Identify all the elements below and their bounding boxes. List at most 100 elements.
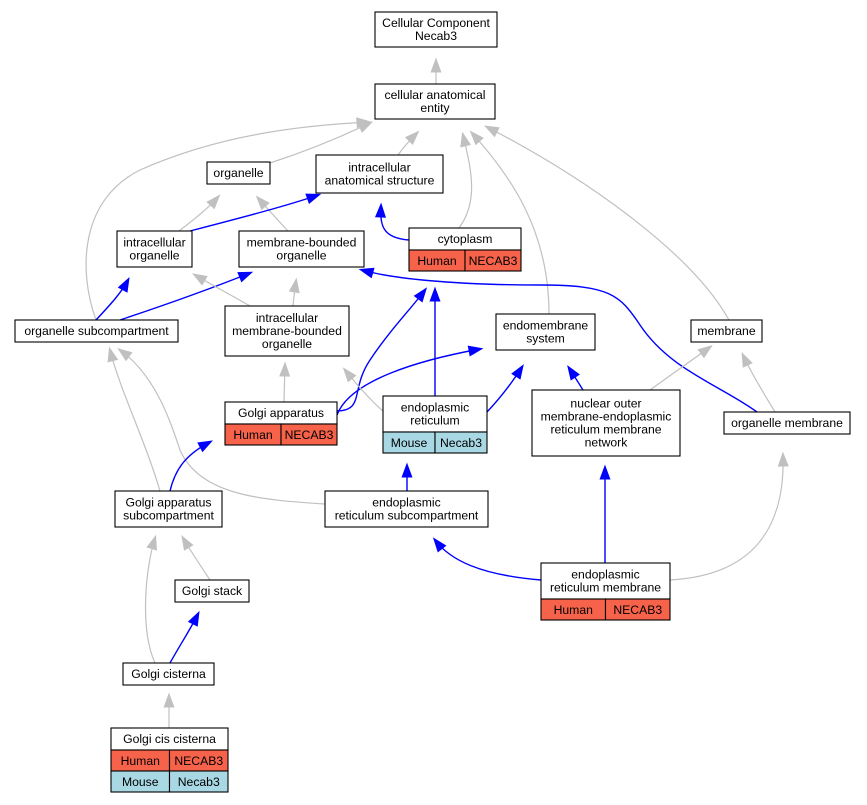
edge-imbo-to-mbo [288, 277, 300, 307]
species-label: Mouse [122, 775, 159, 789]
node-label: subcompartment [123, 509, 214, 523]
edge-erm-to-orgmem [669, 451, 789, 581]
annotation-row-human[interactable]: Human NECAB3 [540, 598, 671, 621]
node-label: Golgi cis cisterna [123, 732, 216, 746]
edge-io-to-ias [189, 193, 322, 232]
node-box [224, 305, 350, 357]
node-label: Golgi stack [182, 584, 243, 598]
edge-arrowhead [107, 346, 119, 363]
edge-erm-to-ersc [432, 537, 542, 581]
edge-arrowhead [358, 267, 375, 279]
annotation-row-mouse[interactable]: Mouse Necab3 [110, 770, 229, 793]
node-label: system [526, 332, 565, 346]
node-box [495, 313, 596, 351]
node-box [723, 411, 851, 435]
node-label: cytoplasm [438, 232, 493, 246]
edge-cae-to-root [430, 57, 442, 84]
node-osc[interactable]: organelle subcompartment [14, 319, 179, 343]
edge-arrowhead [777, 451, 789, 467]
node-label: organelle subcompartment [24, 324, 169, 338]
edge-erm-to-nuclear [599, 464, 611, 563]
gene-cell [280, 423, 338, 446]
node-organelle[interactable]: organelle [206, 161, 271, 185]
edge-line [380, 205, 410, 241]
node-label: network [585, 436, 629, 450]
edge-ias-to-cae [397, 130, 420, 156]
edge-arrowhead [469, 130, 484, 146]
edge-arrowhead [163, 692, 175, 708]
edge-line [336, 289, 426, 412]
edge-arrowhead [374, 202, 387, 218]
node-box [531, 389, 681, 457]
node-label: endoplasmic [571, 568, 639, 582]
node-box [116, 230, 193, 268]
node-label: intracellular [348, 161, 410, 175]
node-box [114, 490, 223, 528]
edge-ersc-to-er [401, 462, 413, 491]
node-box [382, 395, 488, 433]
edge-membrane-to-cae [483, 125, 730, 321]
node-box [540, 562, 671, 600]
edge-line [669, 454, 784, 581]
edge-ersc-to-osc [117, 347, 326, 505]
gene-cell [464, 249, 522, 272]
node-label: Golgi cisterna [131, 667, 206, 681]
node-label: membrane-bounded [247, 236, 357, 250]
edge-er-to-cytoplasm [429, 286, 441, 396]
node-label: reticulum membrane [550, 423, 661, 437]
node-label: membrane [697, 324, 755, 338]
edge-arrowhead [432, 537, 447, 553]
node-nuclear[interactable]: nuclear outermembrane-endoplasmicreticul… [531, 389, 681, 457]
gene-label: NECAB3 [174, 754, 223, 768]
edge-arrowhead [206, 194, 221, 210]
gene-label: Necab3 [178, 775, 220, 789]
node-label: Cellular Component [382, 16, 490, 30]
edge-gcist-to-gstack [169, 610, 200, 664]
edge-mbo-to-organelle [255, 195, 289, 232]
gene-cell [604, 598, 671, 621]
edge-arrowhead [697, 344, 713, 359]
edge-arrowhead [237, 271, 254, 283]
node-label: membrane-bounded [232, 324, 342, 338]
node-label: organelle [262, 337, 312, 351]
edge-gcis-to-gcist [163, 692, 175, 728]
node-gstack[interactable]: Golgi stack [174, 579, 250, 603]
gene-label: NECAB3 [285, 428, 334, 442]
node-orgmem[interactable]: organelle membrane [723, 411, 851, 435]
node-box [374, 11, 498, 48]
edge-arrowhead [467, 345, 484, 357]
node-label: Golgi apparatus [125, 496, 211, 510]
species-label: Human [554, 603, 593, 617]
edges-layer [85, 57, 789, 728]
node-label: reticulum subcompartment [335, 509, 479, 523]
node-box [174, 579, 250, 603]
edge-arrowhead [279, 361, 291, 377]
gene-label: NECAB3 [613, 603, 662, 617]
node-box [238, 230, 365, 268]
node-gcist[interactable]: Golgi cisterna [122, 662, 215, 686]
node-box [324, 490, 489, 528]
edge-arrowhead [117, 276, 130, 293]
gene-cell [168, 770, 229, 793]
node-membrane[interactable]: membrane [690, 319, 763, 343]
edge-cytoplasm-to-ias [374, 202, 410, 241]
species-label: Human [417, 254, 456, 268]
